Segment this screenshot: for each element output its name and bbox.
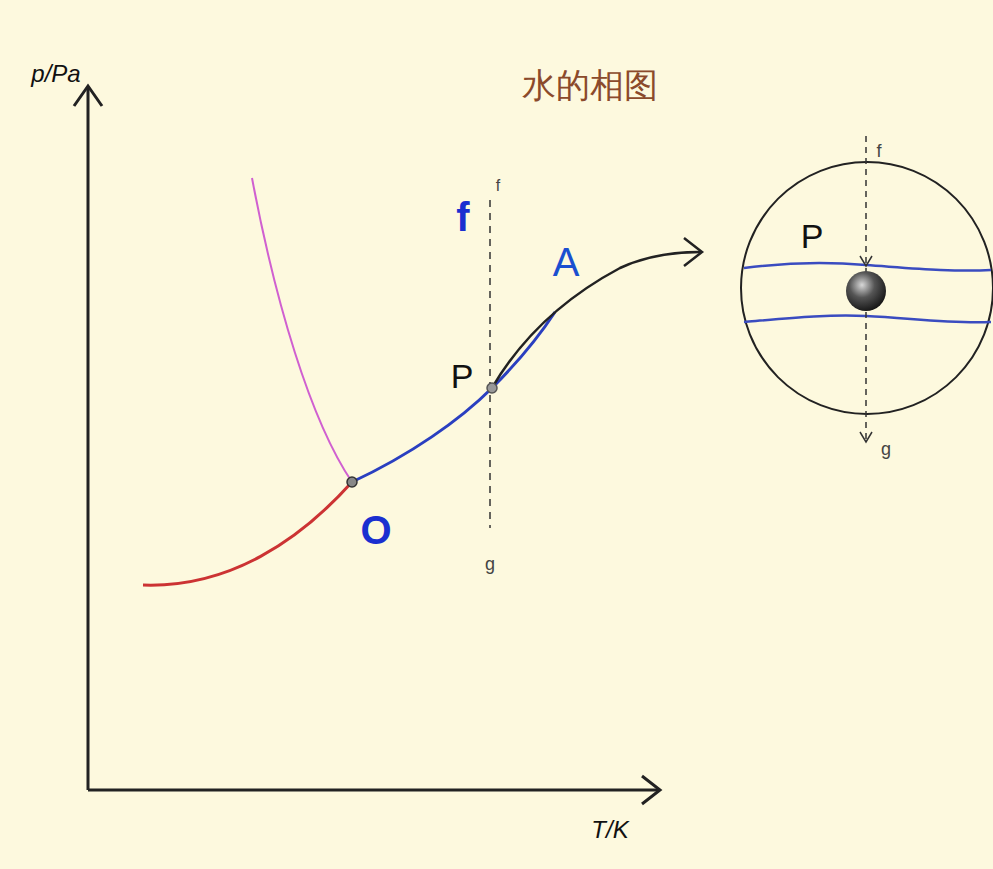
diagram-title: 水的相图 <box>522 69 658 103</box>
point-label: O <box>360 510 391 550</box>
point-label: f <box>876 142 881 160</box>
point-label: f <box>456 197 469 237</box>
axis-label: T/K <box>591 818 628 842</box>
point-label: P <box>801 219 824 253</box>
dashed-line <box>489 200 491 528</box>
point-label: A <box>553 242 580 282</box>
point-label: g <box>881 440 891 458</box>
magnified-inset <box>741 162 993 414</box>
axis-label: p/Pa <box>31 62 80 86</box>
state-ball <box>846 271 886 311</box>
point-label: P <box>451 359 474 393</box>
vapor-curve <box>352 312 555 482</box>
axes <box>74 86 660 804</box>
inset-arrow <box>860 432 872 442</box>
sublimation-curve <box>143 482 352 585</box>
inset-lower-line <box>744 315 991 322</box>
point-label: g <box>485 555 495 573</box>
inset-arrow <box>860 256 872 266</box>
point-p <box>487 383 497 393</box>
melting-curve <box>252 178 352 482</box>
point-label: f <box>496 178 500 194</box>
triple-point <box>347 477 357 487</box>
curve-arrow <box>684 238 702 266</box>
metastable-curve <box>492 252 700 388</box>
